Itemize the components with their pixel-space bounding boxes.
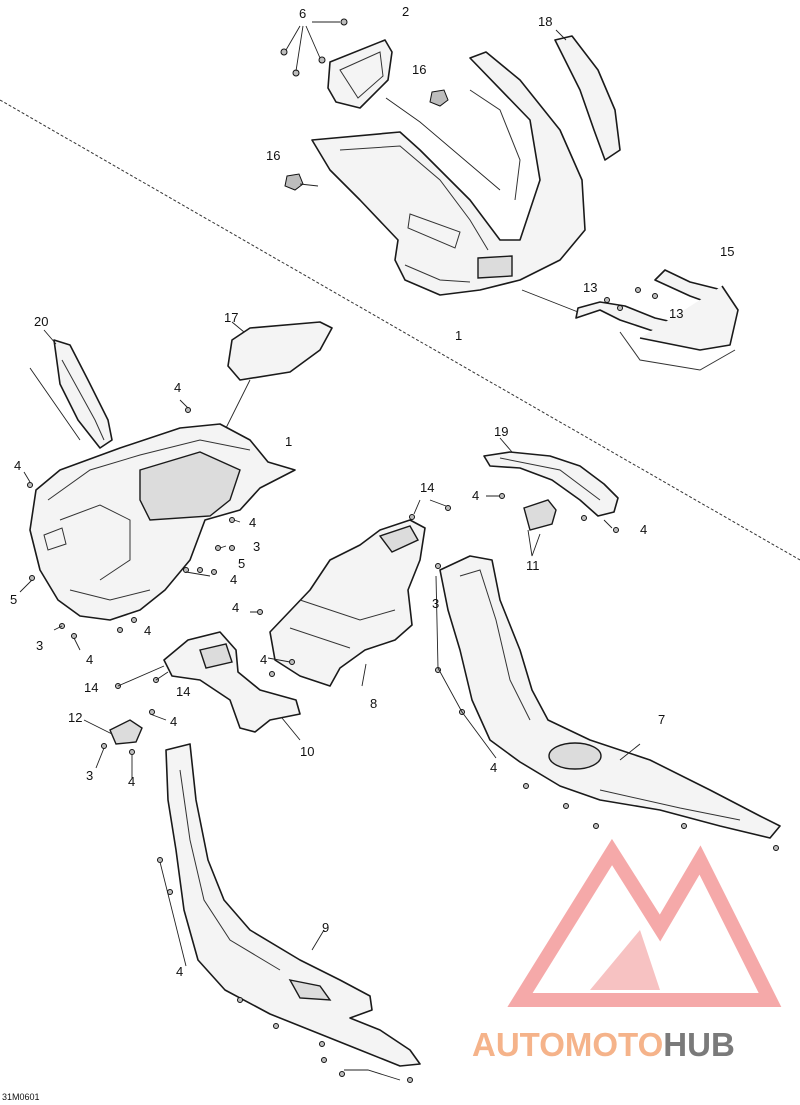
fasteners-6 [280,18,348,77]
watermark-word-b: HUB [663,1026,735,1063]
part-12-clip [109,719,143,745]
callout-18: 18 [538,14,552,29]
callout-4-j: 4 [640,522,647,537]
callout-1-top: 1 [455,328,462,343]
callout-4-e: 4 [144,623,151,638]
fasteners-inner-fairing [27,407,235,639]
watermark-logo [507,838,782,1007]
fasteners-13 [604,287,658,311]
callout-4-c: 4 [249,515,256,530]
callout-4-l: 4 [128,774,135,789]
separation-line [0,99,800,561]
watermark-word-a: AUTOMOTO [472,1026,663,1063]
part-7-right-footrest [439,555,781,839]
callout-2: 2 [402,4,409,19]
callout-13-right: 13 [669,306,683,321]
callout-3-d: 3 [86,768,93,783]
callout-14-a: 14 [420,480,434,495]
callout-10: 10 [300,744,314,759]
diagram-code: 31M0601 [2,1092,40,1102]
part-16-grommet-a [429,89,449,107]
callout-12: 12 [68,710,82,725]
callout-11: 11 [526,558,540,573]
callout-17: 17 [224,310,238,325]
callout-13-left: 13 [583,280,597,295]
callout-labels: 6 2 18 16 16 1 15 13 13 20 17 4 1 4 4 3 … [2,4,734,1102]
callout-7: 7 [658,712,665,727]
part-1-inner-fairing [29,423,296,621]
callout-14-c: 14 [176,684,190,699]
part-2-side-panel [327,39,393,109]
callout-19: 19 [494,424,508,439]
callout-1-mid: 1 [285,434,292,449]
callout-3-c: 3 [432,596,439,611]
part-9-left-footrest [165,743,421,1067]
callout-4-d: 4 [230,572,237,587]
callout-5-b: 5 [10,592,17,607]
callout-6: 6 [299,6,306,21]
part-15-handle-bar [575,269,739,371]
callout-8: 8 [370,696,377,711]
part-8-center-panel [269,519,426,687]
part-11-clip [523,499,557,531]
svg-text:AUTOMOTOHUB: AUTOMOTOHUB [472,1026,735,1063]
callout-4-a: 4 [174,380,181,395]
callout-3-b: 3 [36,638,43,653]
callout-5-a: 5 [238,556,245,571]
callout-16-left: 16 [266,148,280,163]
callout-3-a: 3 [253,539,260,554]
callout-16-top: 16 [412,62,426,77]
callout-14-b: 14 [84,680,98,695]
fasteners-8 [257,505,451,677]
callout-4-b: 4 [14,458,21,473]
callout-15: 15 [720,244,734,259]
callout-4-h: 4 [260,652,267,667]
fasteners-7 [435,563,779,851]
callout-4-g: 4 [232,600,239,615]
part-19-bracket [483,451,619,517]
callout-4-m: 4 [490,760,497,775]
part-10-bracket-panel [163,631,301,733]
part-18-trim-strip [554,35,621,161]
part-17-pad [227,321,333,381]
watermark-text: AUTOMOTOHUB [472,1026,735,1063]
callout-4-n: 4 [176,964,183,979]
callout-4-i: 4 [472,488,479,503]
part-16-grommet-b [284,173,304,191]
part-1-upper-fairing [311,51,586,296]
callout-4-k: 4 [170,714,177,729]
fasteners-14 [115,677,159,689]
callout-20: 20 [34,314,48,329]
callout-4-f: 4 [86,652,93,667]
part-20-bracket [53,339,113,449]
callout-9: 9 [322,920,329,935]
